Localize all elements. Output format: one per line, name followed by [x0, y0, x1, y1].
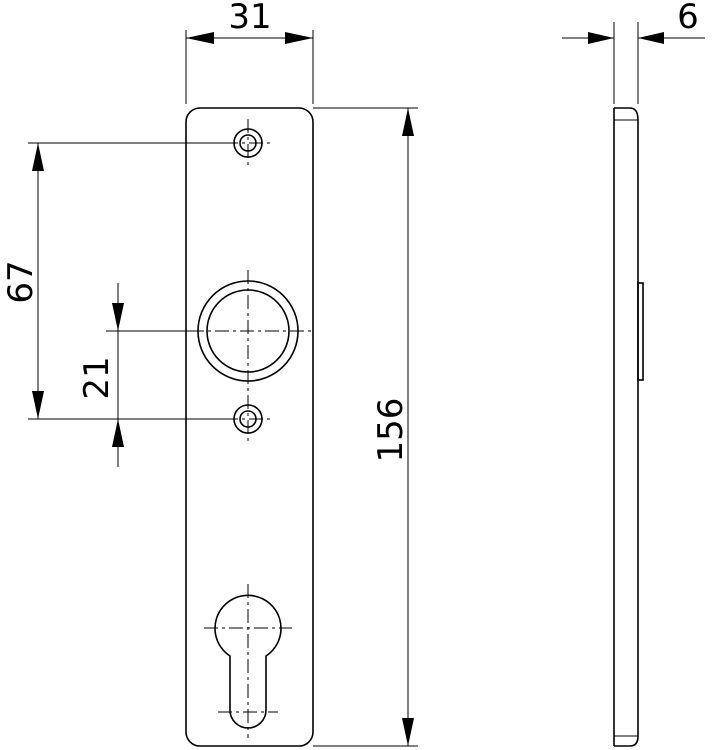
dimension-height-label: 156 [371, 398, 411, 463]
dimension-knob-offset-label: 21 [77, 356, 117, 399]
side-view [613, 107, 644, 747]
dimension-thickness-label: 6 [677, 0, 699, 37]
dimension-screw-spacing-label: 67 [1, 260, 41, 303]
dimension-width-label: 31 [228, 0, 271, 37]
dimension-knob-offset: 21 [77, 283, 232, 467]
dimension-width: 31 [185, 0, 314, 104]
cylinder-cutout [204, 584, 292, 738]
side-boss [637, 282, 644, 381]
dimension-thickness: 6 [562, 0, 705, 104]
plate-outline [185, 107, 314, 747]
front-view [185, 107, 314, 747]
dimension-height: 156 [313, 107, 418, 747]
knob-rosette [190, 270, 312, 392]
